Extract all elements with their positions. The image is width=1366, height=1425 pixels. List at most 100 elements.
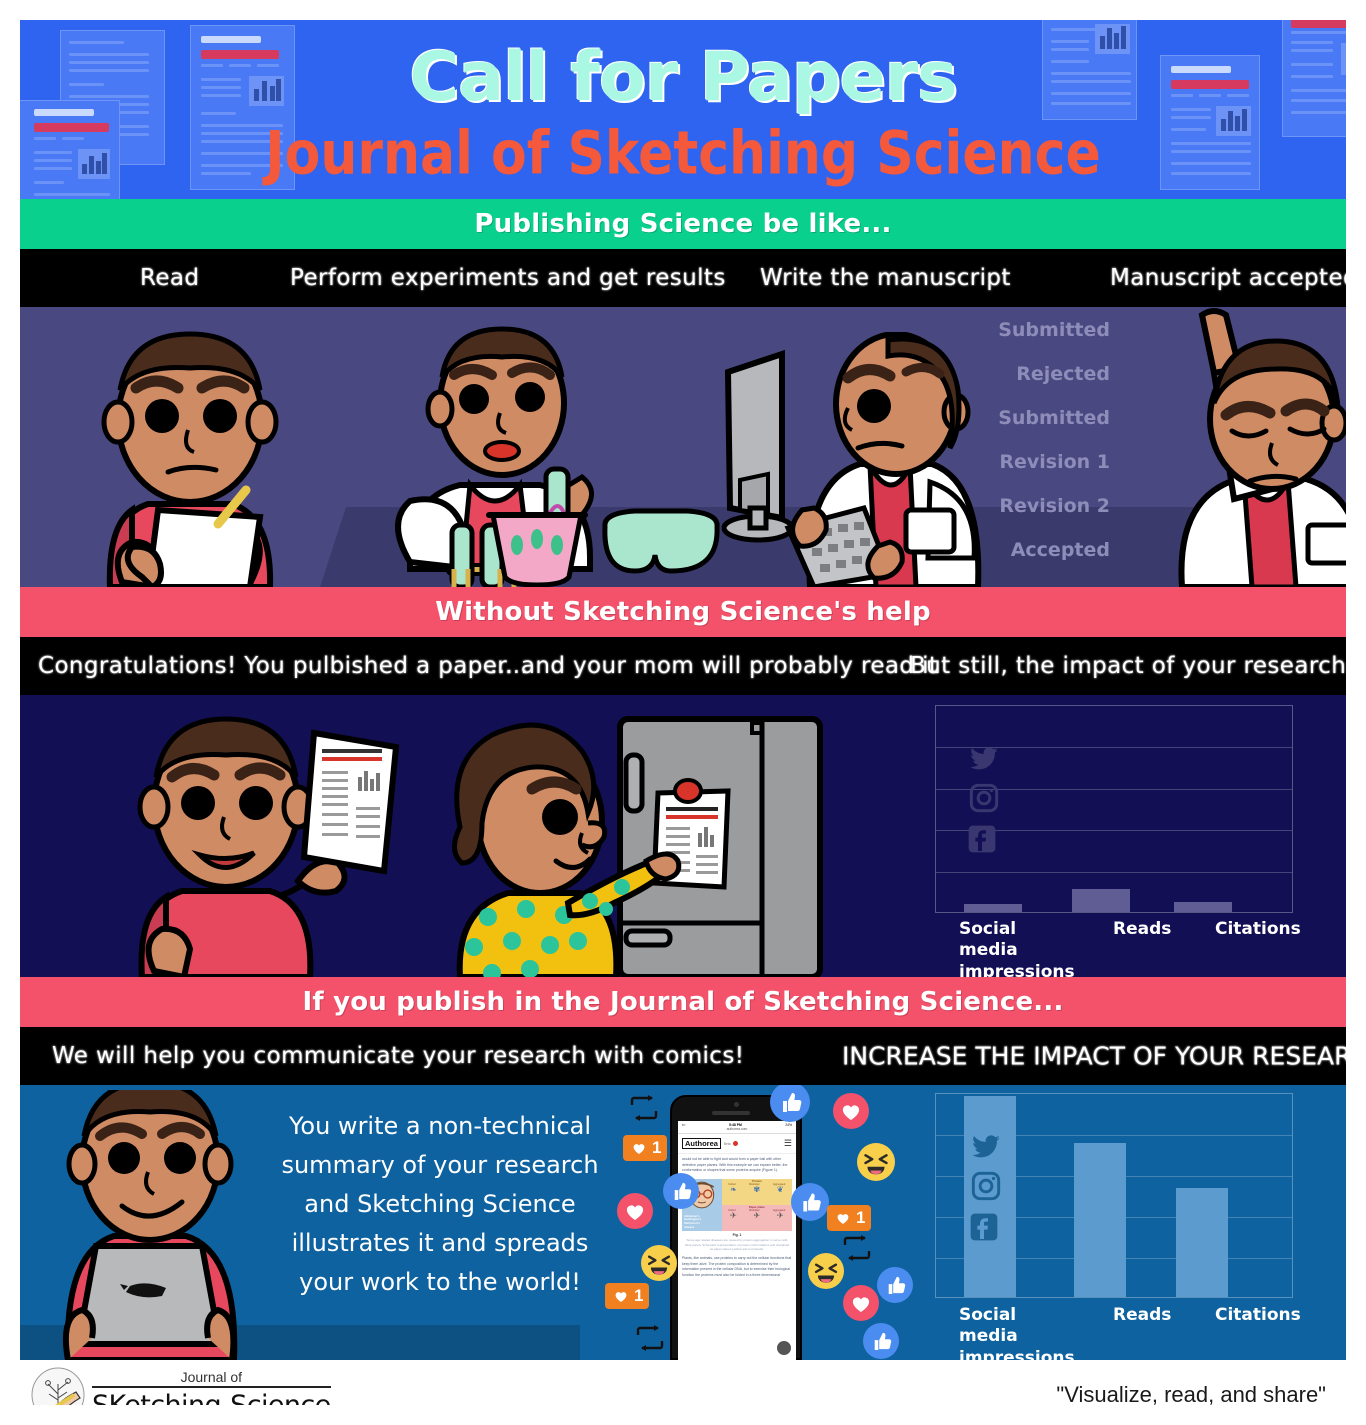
status-item-revision-1: Revision 1 (999, 451, 1110, 473)
hamburger-menu-icon[interactable]: ☰ (783, 1138, 792, 1148)
protein-title: Protein (751, 1178, 762, 1183)
figure-disease-labels: Alzheimer's Huntington's Parkinson's dis… (684, 1213, 702, 1229)
character-reader (101, 331, 279, 587)
phone-time: 5:48 PM (728, 1123, 742, 1127)
phone-figure-caption: Fig. 1 (732, 1232, 742, 1237)
phone-speaker (712, 1111, 750, 1115)
heart-count-badge: 1 (605, 1283, 650, 1309)
chart-category-labels: Social media impressions Reads Citations (935, 1305, 1335, 1360)
facebook-icon (970, 1213, 998, 1241)
status-item-submitted-2: Submitted (998, 407, 1110, 429)
logo-sketching-science: SKetching-Science (92, 1390, 331, 1405)
instagram-icon (971, 1171, 1001, 1201)
label-citations: Citations (1215, 919, 1301, 939)
authorea-logo: Authorea (682, 1138, 721, 1149)
beta-badge: Beta (723, 1141, 731, 1146)
chat-bubble-icon[interactable] (777, 1341, 791, 1355)
smartphone: ▪▪▫ 5:48 PM 24% authorea.com Authorea Be… (670, 1095, 802, 1360)
retweet-icon (843, 1235, 871, 1261)
panel-with-sketching-science: You write a non-technical summary of you… (20, 1085, 1346, 1360)
status-item-submitted-1: Submitted (998, 319, 1110, 341)
label-social-media: Social media impressions (959, 919, 1075, 977)
panel-publishing-process: Submitted Rejected Submitted Revision 1 … (20, 307, 1346, 587)
heart-icon (617, 1193, 653, 1229)
status-item-accepted: Accepted (1010, 539, 1110, 561)
caption-experiments: Perform experiments and get results (290, 265, 726, 291)
heart-count-badge: 1 (827, 1205, 872, 1231)
retweet-icon (636, 1325, 664, 1351)
heart-count-badge: 1 (623, 1135, 668, 1161)
character-holding-paper (137, 716, 400, 977)
paper-decoration (1042, 20, 1137, 120)
phone-figure-note: Some age related diseases are caused by … (684, 1237, 790, 1252)
beaker-and-goggles (486, 508, 720, 587)
paper-decoration (1282, 20, 1346, 137)
chart-high-impact: Social media impressions Reads Citations (935, 1093, 1335, 1360)
heart-count: 1 (856, 1208, 866, 1227)
bar-citations (1174, 902, 1232, 912)
paper-decoration (20, 100, 120, 199)
heart-icon (843, 1285, 879, 1321)
service-description: You write a non-technical summary of you… (281, 1112, 599, 1296)
bar-citations (1176, 1188, 1228, 1297)
battery-icon: 24% (785, 1123, 792, 1127)
character-writing-manuscript (721, 332, 982, 587)
chart-category-labels: Social media impressions Reads Citations (935, 919, 1335, 977)
caption-mom-reads: ... and your mom will probably read it (490, 653, 939, 679)
twitter-icon (970, 747, 998, 770)
caption-strip-1: Read Perform experiments and get results… (20, 249, 1346, 307)
logo-dash: - (221, 1390, 231, 1405)
facebook-icon (968, 825, 996, 853)
paperplane-shapes: ✈✈✈ (729, 1210, 784, 1220)
character-at-laptop (62, 1090, 238, 1360)
bar-reads (1072, 889, 1130, 912)
phone-camera-icon (734, 1102, 739, 1107)
caption-congratulations: Congratulations! You pulbished a paper..… (38, 653, 529, 679)
logo-journal-of: Journal of (92, 1369, 331, 1388)
phone-screen: ▪▪▫ 5:48 PM 24% authorea.com Authorea Be… (678, 1121, 796, 1360)
phone-status-bar: ▪▪▫ 5:48 PM 24% (678, 1121, 796, 1127)
instagram-icon (969, 783, 999, 813)
banner-publishing-science: Publishing Science be like... (20, 199, 1346, 249)
caption-low-impact: But still, the impact of your research i… (910, 653, 1346, 679)
paperplane-title: Paper plane (748, 1204, 765, 1209)
heart-count: 1 (634, 1286, 644, 1305)
retweet-icon (630, 1095, 658, 1121)
laugh-icon (857, 1143, 895, 1181)
journal-logo[interactable]: Journal of SKetching-Science (30, 1366, 331, 1405)
poster-header: Call for Papers Journal of Sketching Sci… (20, 20, 1346, 199)
like-icon (863, 1323, 899, 1359)
paper-decoration (1160, 55, 1260, 190)
banner-without-help: Without Sketching Science's help (20, 587, 1346, 637)
chart-plot-area (935, 1093, 1293, 1298)
heart-count: 1 (652, 1138, 662, 1157)
notification-dot[interactable] (733, 1141, 739, 1146)
logo-sketching: SKetching (92, 1390, 222, 1405)
protein-cols: Folded Misfolded Aggregated (728, 1182, 786, 1186)
panel-low-impact: Social media impressions Reads Citations (20, 695, 1346, 977)
infographic-poster: Call for Papers Journal of Sketching Sci… (20, 20, 1346, 1405)
heart-icon (615, 1292, 627, 1302)
hand-sketching-icon (31, 1367, 85, 1405)
caption-increase-impact: INCREASE THE IMPACT OF YOUR RESEARCH! (842, 1041, 1346, 1071)
phone-article-text: would not be able to fight and would for… (682, 1157, 788, 1173)
phone-social-group: ▪▪▫ 5:48 PM 24% authorea.com Authorea Be… (605, 1085, 935, 1360)
caption-read: Read (140, 265, 200, 291)
figure-protein-panel: Protein Folded Misfolded Aggregated ❧✾❦ (721, 1178, 792, 1205)
twitter-icon (972, 1135, 1000, 1158)
like-icon (877, 1267, 913, 1303)
chart-low-impact: Social media impressions Reads Citations (935, 705, 1335, 977)
page-title: Call for Papers (409, 38, 957, 117)
laugh-icon (808, 1253, 844, 1289)
status-item-revision-2: Revision 2 (999, 495, 1110, 517)
protein-shapes: ❧✾❦ (729, 1184, 784, 1194)
character-celebrating (1178, 308, 1346, 587)
label-social-media: Social media impressions (959, 1305, 1075, 1360)
like-icon (663, 1173, 699, 1209)
journal-name: Journal of Sketching Science (265, 119, 1101, 189)
tagline: "Visualize, read, and share" (1056, 1381, 1326, 1406)
figure-paperplane-panel: Paper plane Folded Misfolded Aggregated … (721, 1204, 792, 1231)
paperplane-cols: Folded Misfolded Aggregated (728, 1208, 786, 1212)
phone-url: authorea.com (678, 1127, 796, 1134)
label-reads: Reads (1113, 1305, 1172, 1325)
